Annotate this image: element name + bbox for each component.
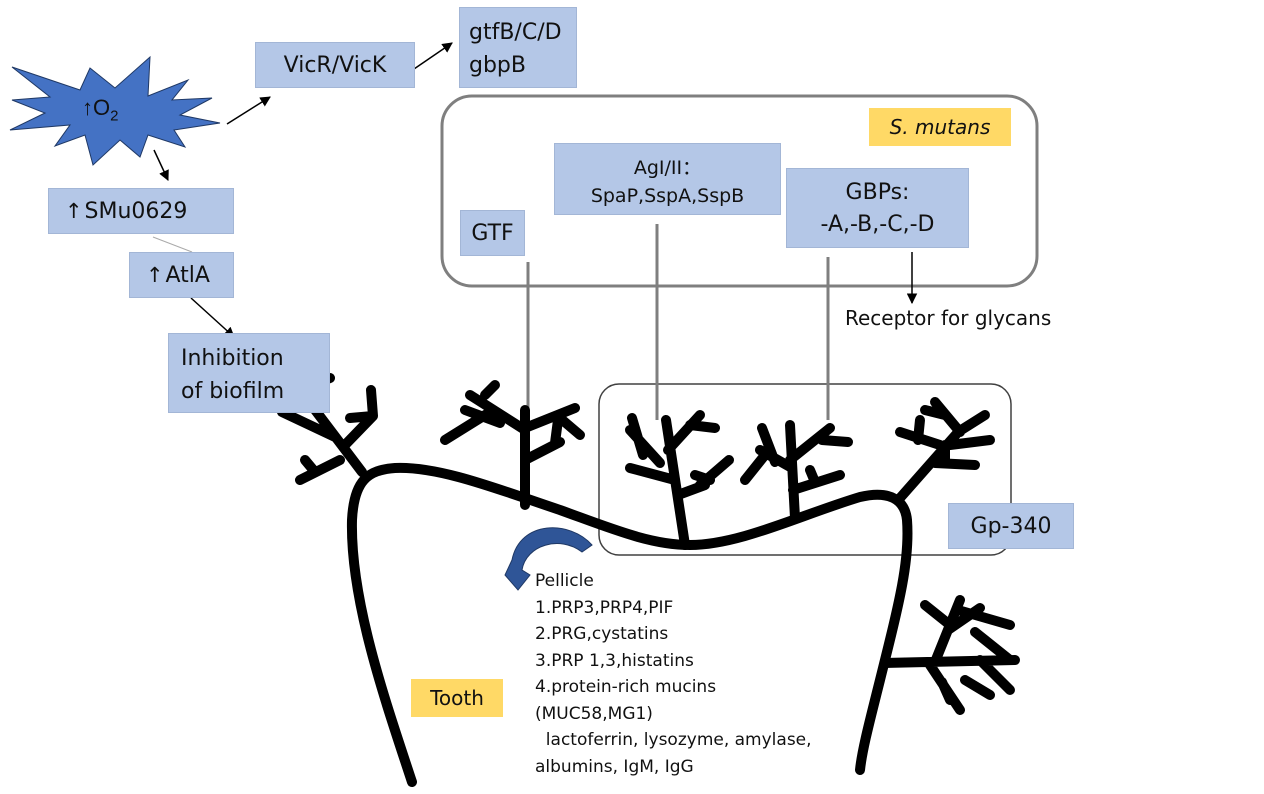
pellicle-title: Pellicle: [535, 571, 594, 591]
tooth-outline-left: [346, 462, 913, 787]
vic-label: VicR/VicK: [283, 52, 387, 78]
gbp-bc-circled: -B,-C: [850, 212, 903, 237]
inhibition-box: Inhibition of biofilm: [168, 333, 330, 413]
glycan-2: [740, 420, 853, 523]
gtf-genes-line1: gtfB/C/D: [469, 20, 562, 45]
vic-box: VicR/VicK: [255, 42, 415, 88]
inhibition-line2: of biofilm: [181, 379, 285, 404]
gp340-label: Gp-340: [970, 513, 1052, 539]
atla-label: AtlA: [165, 262, 210, 288]
pellicle-item: 4.protein-rich mucins: [535, 677, 717, 697]
agi-box: AgI/II： SpaP,SspA,SspB: [554, 143, 781, 215]
atla-box: ↑AtlA: [129, 252, 234, 298]
up-arrow-icon: ↑: [146, 263, 164, 287]
receptor-label: Receptor for glycans: [845, 306, 1052, 330]
arrow-atla-to-inhibition: [190, 297, 235, 338]
oxygen-label: ↑O2: [82, 95, 118, 124]
connector-smu-atla: [152, 236, 193, 253]
up-arrow-icon: ↑: [65, 199, 83, 223]
gtf-genes-line2: gbpB: [469, 53, 526, 78]
gbps-line2: -A,-B,-C,-D: [787, 209, 968, 241]
inhibition-line1: Inhibition: [181, 346, 284, 371]
up-arrow-icon: ↑: [82, 95, 93, 120]
pellicle-item: 2.PRG,cystatins: [535, 624, 669, 644]
arrow-vic-to-gtf: [413, 42, 453, 70]
pellicle-item: albumins, IgM, IgG: [535, 756, 694, 777]
gp340-box: Gp-340: [948, 503, 1074, 549]
glycan-lower-right: [880, 595, 1020, 715]
gbps-line1: GBPs:: [845, 180, 910, 205]
oxygen-starburst: [9, 55, 221, 166]
pellicle-item: 1.PRP3,PRP4,PIF: [535, 597, 674, 618]
tooth-structure: [277, 373, 1020, 787]
agi-line2: SpaP,SspA,SspB: [590, 185, 745, 207]
glycan-gtf: [440, 380, 585, 510]
gbp-a: -A,: [820, 212, 851, 237]
glycan-3: [895, 397, 995, 503]
pellicle-item: (MUC58,MG1): [535, 703, 653, 724]
pellicle-list: Pellicle 1.PRP3,PRP4,PIF 2.PRG,cystatins…: [535, 568, 812, 780]
arrow-o2-to-vic: [226, 96, 271, 125]
oxygen-subscript: 2: [110, 107, 119, 125]
gtf-genes-box: gtfB/C/D gbpB: [459, 7, 577, 88]
agi-line1: AgI/II：: [633, 157, 702, 179]
oxygen-symbol: O: [93, 95, 111, 120]
tooth-tag: Tooth: [411, 679, 503, 717]
pellicle-item: lactoferrin, lysozyme, amylase,: [535, 730, 812, 750]
gtf-box: GTF: [460, 210, 525, 256]
tooth-label: Tooth: [430, 686, 484, 710]
arrow-o2-to-smu: [153, 149, 169, 181]
smu-label: SMu0629: [84, 198, 188, 224]
smutans-tag: S. mutans: [869, 108, 1011, 146]
glycan-1: [625, 410, 734, 550]
gtf-label: GTF: [471, 220, 514, 246]
curved-arrow-to-pellicle: [504, 527, 593, 591]
pellicle-item: 3.PRP 1,3,histatins: [535, 650, 694, 671]
gbp-d: ,-D: [902, 212, 935, 237]
gbps-box: GBPs: -A,-B,-C,-D: [786, 168, 969, 248]
smu-box: ↑SMu0629: [48, 188, 234, 234]
smutans-group-frame: [440, 94, 1039, 288]
smutans-tag-label: S. mutans: [889, 115, 991, 139]
gp340-frame: [598, 383, 1012, 556]
